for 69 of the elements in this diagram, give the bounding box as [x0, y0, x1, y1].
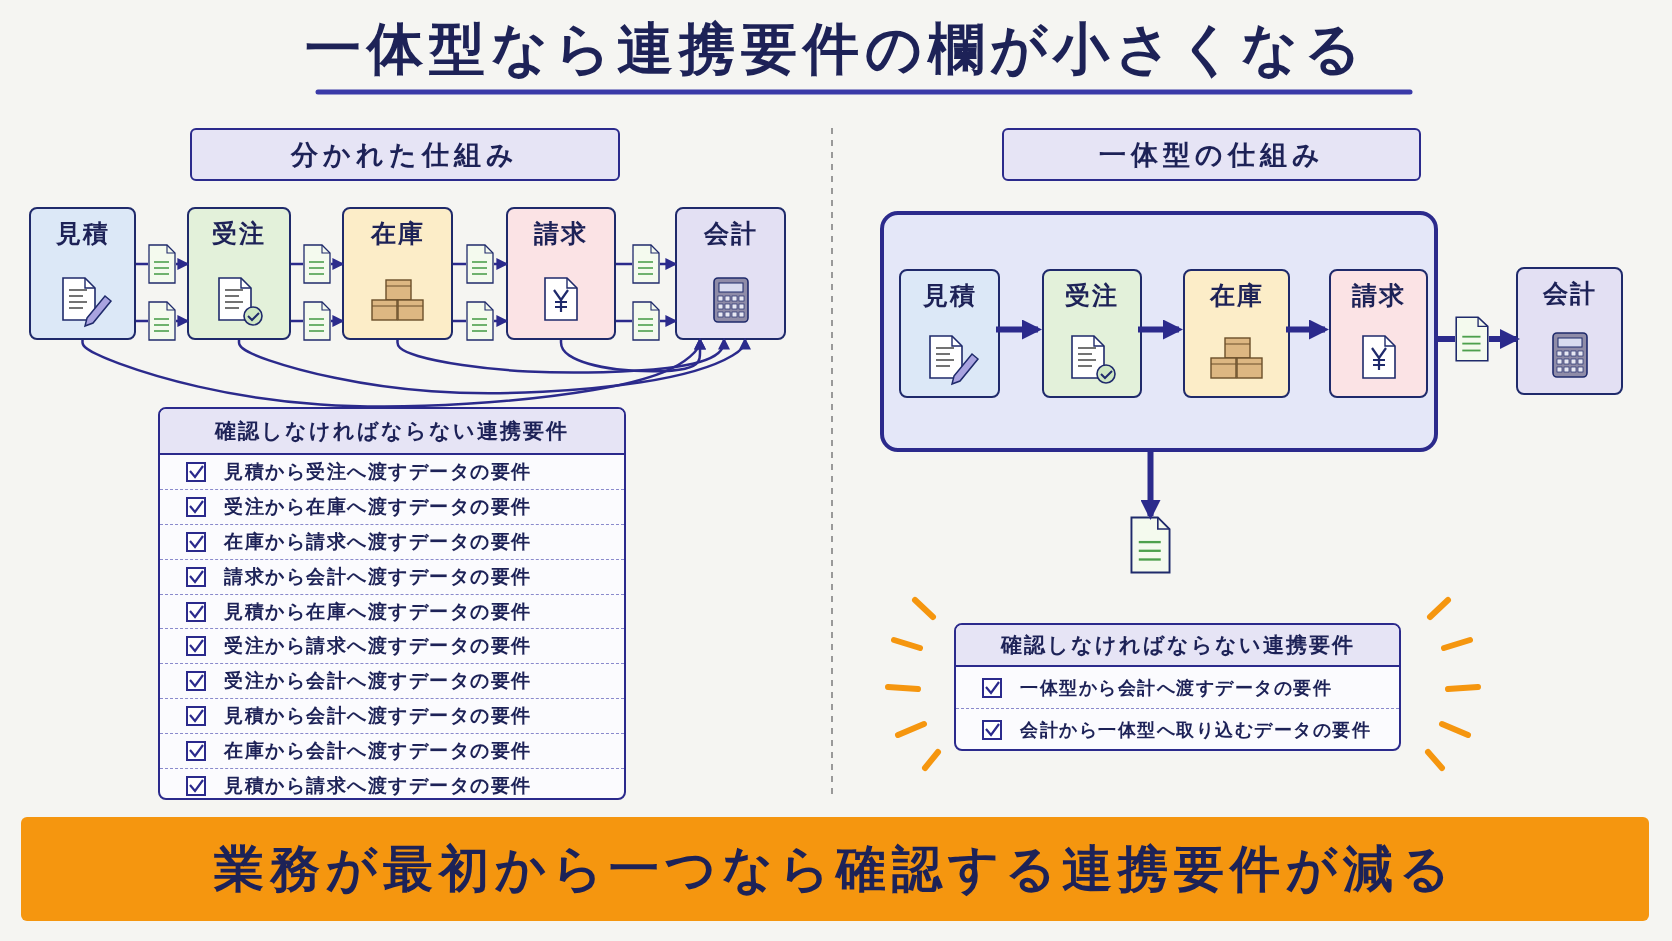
connector-line: [616, 262, 632, 266]
step-label: 受注: [211, 219, 267, 249]
checklist-panel: [158, 407, 626, 800]
step-box: [1042, 269, 1142, 398]
checklist-item: 受注から在庫へ渡すデータの要件: [224, 493, 532, 519]
checklist-item: 在庫から請求へ渡すデータの要件: [224, 528, 532, 554]
arrow: [396, 337, 730, 374]
checklist-item: 見積から会計へ渡すデータの要件: [224, 703, 532, 729]
arrow: [1286, 319, 1329, 340]
heading-text: 分かれた仕組み: [291, 137, 519, 172]
title: 一体型なら連携要件の欄が小さくなる: [305, 15, 1367, 83]
step-label: 受注: [1064, 281, 1120, 311]
banner-text: 業務が最初から一つなら確認する連携要件が減る: [214, 838, 1456, 900]
step-label: 請求: [533, 219, 589, 249]
checklist-item: 見積から受注へ渡すデータの要件: [224, 458, 532, 484]
checklist-item: 在庫から会計へ渡すデータの要件: [224, 738, 532, 764]
step-box: [1516, 267, 1623, 395]
banner: [21, 817, 1649, 921]
connector-line: [291, 319, 303, 323]
checklist-item: 受注から会計へ渡すデータの要件: [224, 668, 532, 694]
step-label: 会計: [1541, 279, 1598, 309]
step-box: [187, 207, 291, 340]
checklist-heading: 確認しなければならない連携要件: [956, 625, 1399, 667]
arrow: [996, 319, 1042, 340]
arrow: [1140, 452, 1161, 520]
arrow: [660, 315, 678, 327]
step-box: [1329, 269, 1428, 398]
checklist-item: 見積から請求へ渡すデータの要件: [224, 773, 532, 798]
heading-box: [1002, 128, 1421, 181]
step-label: 在庫: [1208, 281, 1265, 311]
heading-box: [190, 128, 620, 181]
arrow: [176, 258, 190, 270]
checklist-item: 会計から一体型へ取り込むデータの要件: [1020, 718, 1371, 742]
step-box: [1183, 269, 1290, 398]
checklist-item: 受注から請求へ渡すデータの要件: [224, 633, 532, 659]
step-box: [506, 207, 616, 340]
connector-line: [136, 319, 148, 323]
arrow: [494, 315, 509, 327]
checklist-item: 一体型から会計へ渡すデータの要件: [1020, 675, 1332, 700]
arrow: [1138, 319, 1183, 340]
step-box: [29, 207, 136, 340]
step-box: [675, 207, 786, 340]
arrow: [331, 315, 345, 327]
checklist-item: 請求から会計へ渡すデータの要件: [224, 563, 532, 589]
arrow: [1489, 329, 1520, 349]
heading-text: 一体型の仕組み: [1098, 137, 1325, 172]
arrow: [559, 337, 706, 373]
system-panel: [880, 211, 1438, 452]
arrow: [494, 258, 509, 270]
step-label: 請求: [1350, 281, 1407, 311]
checklist-item: 見積から在庫へ渡すデータの要件: [224, 598, 532, 624]
checklist-heading: 確認しなければならない連携要件: [160, 409, 624, 455]
connector-line: [453, 262, 466, 266]
step-label: 在庫: [369, 219, 426, 249]
connector-line: [291, 262, 303, 266]
connector-line: [453, 319, 466, 323]
step-label: 見積: [54, 219, 111, 249]
step-label: 見積: [921, 281, 978, 311]
arrow: [331, 258, 345, 270]
arrow: [660, 258, 678, 270]
connector-line: [136, 262, 148, 266]
step-box: [899, 269, 1000, 398]
connector-line: [616, 319, 632, 323]
step-label: 会計: [702, 219, 759, 249]
connector-line: [1438, 336, 1455, 342]
step-box: [342, 207, 453, 340]
checklist-panel: [954, 623, 1401, 751]
arrow: [237, 337, 751, 395]
arrow: [176, 315, 190, 327]
